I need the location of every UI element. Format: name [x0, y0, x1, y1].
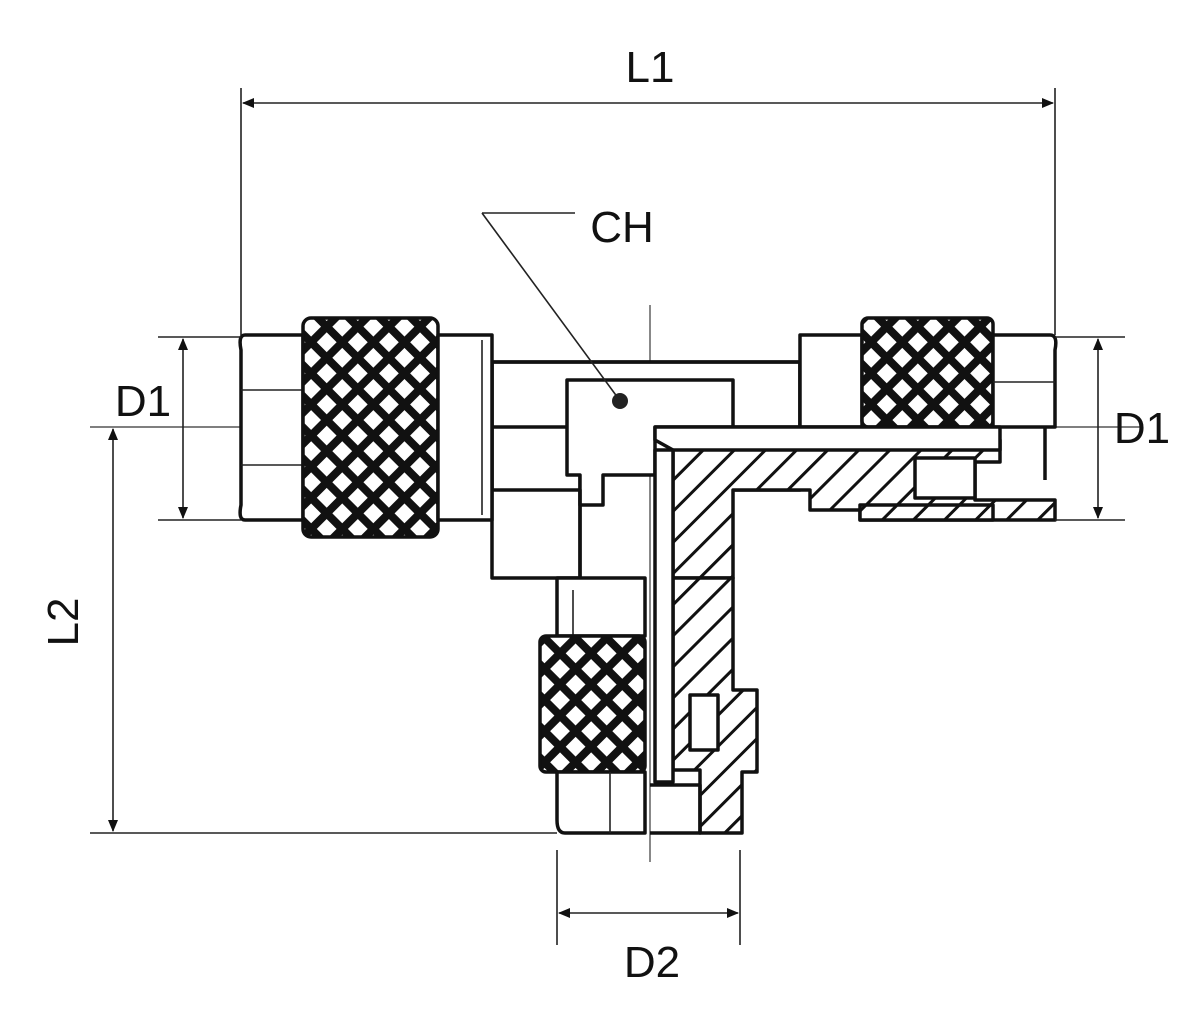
dimension-l1: L1 [240, 43, 1056, 335]
dimension-l2: L2 [39, 428, 557, 834]
dimension-d2: D2 [556, 850, 741, 987]
bottom-fitting [538, 448, 759, 835]
bottom-knurled-nut [538, 634, 647, 774]
dimension-d1-right: D1 [1055, 336, 1170, 521]
left-fitting [238, 316, 494, 539]
left-knurled-nut [301, 316, 440, 539]
hex-flat-ch [565, 378, 735, 507]
right-hex-nut [991, 333, 1058, 429]
label-d1-left: D1 [115, 377, 171, 426]
bottom-hex-nut [555, 770, 647, 835]
bottom-ferrule [688, 693, 720, 752]
dimension-d1-left: D1 [115, 336, 241, 521]
right-collar [798, 333, 864, 429]
right-knurled-nut [860, 316, 995, 429]
right-fitting [653, 316, 1058, 580]
label-d1-right: D1 [1114, 404, 1170, 453]
left-hex-nut [238, 333, 305, 522]
right-ferrule [913, 456, 977, 500]
leader-ch: CH [481, 203, 654, 399]
label-ch: CH [590, 203, 654, 252]
label-d2: D2 [624, 938, 680, 987]
bottom-collar [555, 576, 647, 638]
left-collar [436, 333, 494, 522]
ch-marker-dot [612, 393, 628, 409]
label-l2: L2 [39, 598, 88, 647]
label-l1: L1 [626, 43, 675, 92]
